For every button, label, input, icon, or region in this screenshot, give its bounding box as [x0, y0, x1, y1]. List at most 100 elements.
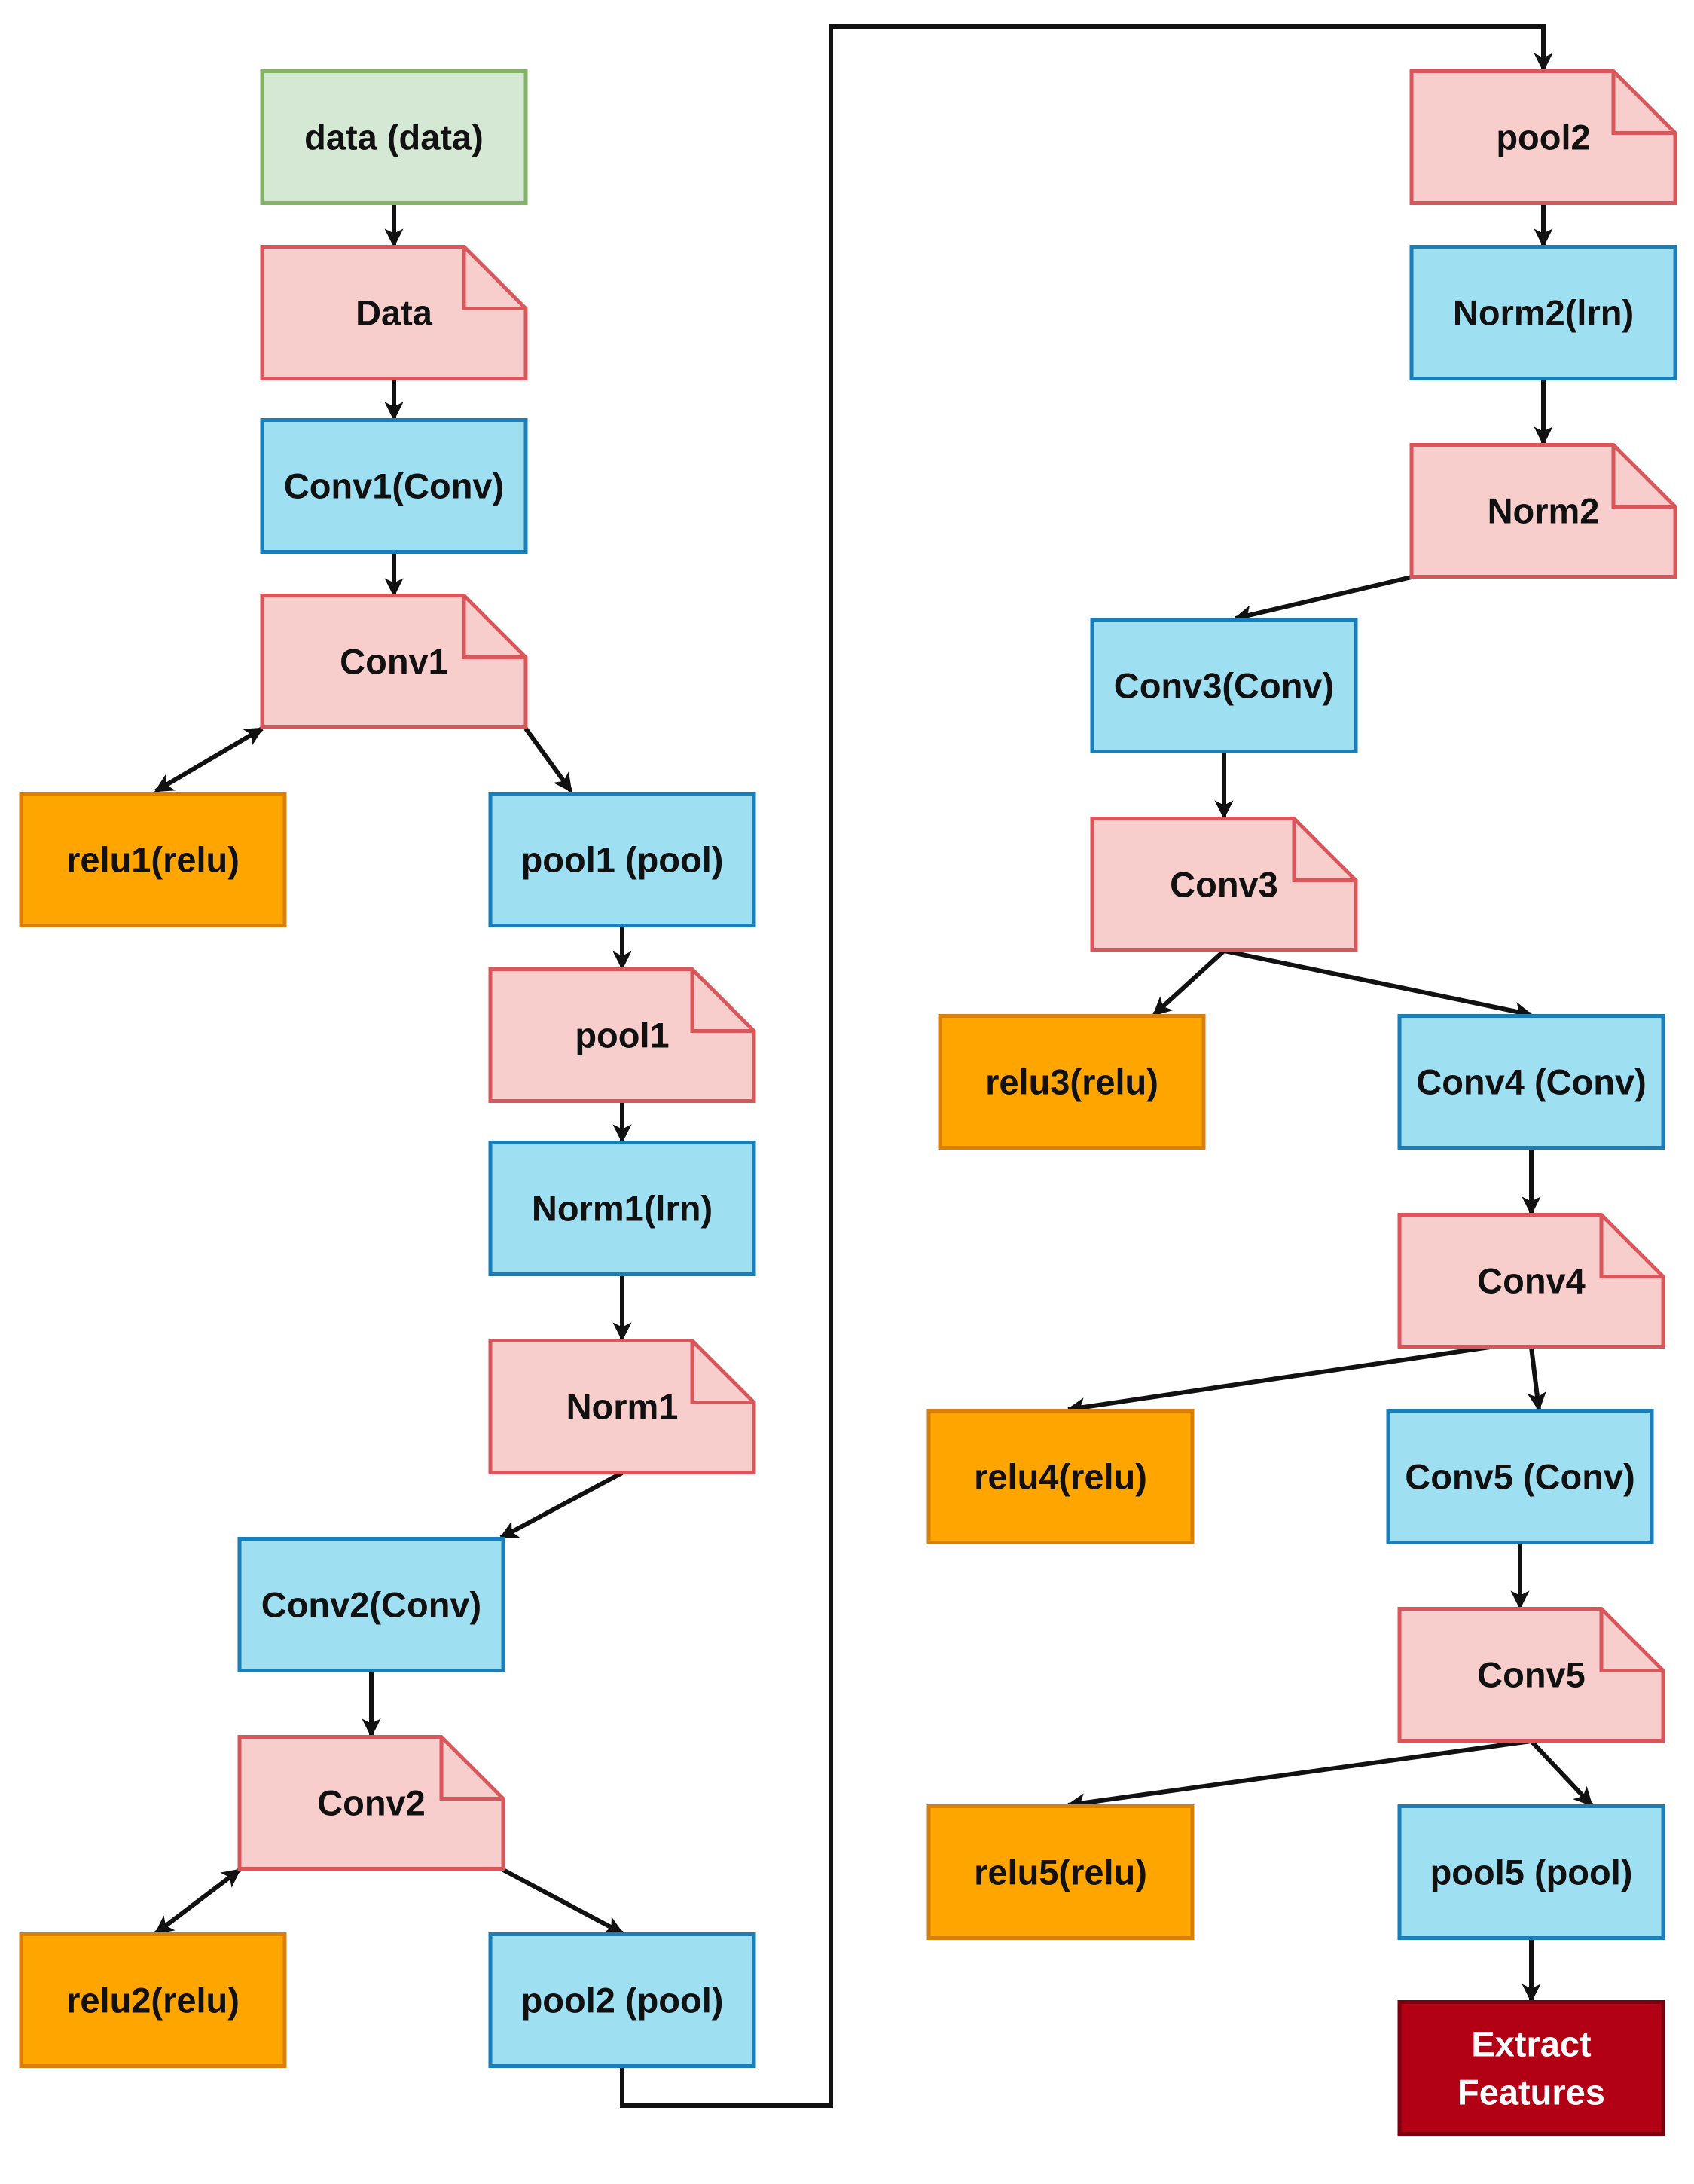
node-conv2-layer: Conv2(Conv): [237, 1537, 505, 1672]
node-label: pool2 (pool): [521, 1981, 724, 2021]
node-label: pool2: [1496, 118, 1590, 157]
edge-conv3-blob-to-relu3: [1152, 948, 1226, 1017]
node-pool2-layer: pool2 (pool): [488, 1932, 756, 2068]
node-label: relu1(relu): [66, 840, 240, 880]
node-norm1-blob: Norm1: [488, 1339, 756, 1474]
blob-shape: [1397, 1607, 1665, 1743]
edge-conv1-blob-to-pool1-layer: [523, 727, 573, 793]
blob-shape: [1090, 817, 1358, 952]
relu-box: [926, 1804, 1195, 1940]
edge-conv2-blob-to-pool2-layer: [502, 1868, 624, 1935]
node-label: Conv4 (Conv): [1416, 1062, 1647, 1102]
node-pool5-layer: pool5 (pool): [1397, 1804, 1665, 1940]
node-data-input: data (data): [260, 69, 528, 205]
node-label: Conv4: [1477, 1261, 1586, 1301]
blob-fold-corner: [462, 595, 526, 659]
node-label: relu2(relu): [66, 1981, 240, 2021]
node-label: Conv2(Conv): [261, 1585, 481, 1625]
node-label: pool1: [575, 1016, 669, 1055]
node-label: Conv5 (Conv): [1405, 1457, 1635, 1497]
node-label: Conv3: [1170, 865, 1278, 905]
node-label: relu3(relu): [985, 1062, 1158, 1102]
node-conv2-blob: Conv2: [237, 1735, 505, 1871]
node-label: Conv1(Conv): [284, 466, 504, 506]
node-conv5-blob: Conv5: [1397, 1607, 1665, 1743]
node-conv1-blob: Conv1: [260, 594, 528, 729]
node-label: Conv1: [340, 642, 448, 682]
node-norm2-layer: Norm2(lrn): [1409, 245, 1677, 380]
layer-box: [488, 792, 756, 927]
relu-box: [19, 792, 287, 927]
edge-norm2-blob-to-conv3-layer: [1233, 575, 1412, 625]
node-conv4-layer: Conv4 (Conv): [1397, 1014, 1665, 1150]
edge-conv4-blob-to-conv5-layer: [1527, 1346, 1546, 1412]
edge-norm1-blob-to-conv2-layer: [499, 1471, 624, 1540]
layer-box: [488, 1932, 756, 2068]
layer-box: [1090, 618, 1358, 753]
node-label: pool5 (pool): [1430, 1853, 1633, 1892]
blob-fold-corner: [462, 246, 526, 310]
node-pool1-layer: pool1 (pool): [488, 792, 756, 927]
node-label: Extract: [1471, 2024, 1592, 2064]
layer-box: [1409, 245, 1677, 380]
edge-conv5-blob-to-pool5-layer: [1529, 1739, 1594, 1807]
node-norm1-layer: Norm1(lrn): [488, 1141, 756, 1276]
node-relu4: relu4(relu): [926, 1409, 1195, 1544]
node-relu1: relu1(relu): [19, 792, 287, 927]
node-label: Data: [356, 293, 433, 333]
input-box: [260, 69, 528, 205]
node-label: pool1 (pool): [521, 840, 724, 880]
blob-fold-corner: [439, 1737, 503, 1801]
node-conv3-layer: Conv3(Conv): [1090, 618, 1358, 753]
node-conv1-layer: Conv1(Conv): [260, 418, 528, 554]
output-box: [1397, 2000, 1665, 2136]
node-label: Norm2(lrn): [1453, 293, 1634, 333]
node-label: relu4(relu): [974, 1457, 1147, 1497]
blob-fold-corner: [690, 969, 754, 1033]
node-relu3: relu3(relu): [938, 1014, 1206, 1150]
blob-shape: [488, 1339, 756, 1474]
edge-conv3-blob-to-conv4-layer: [1223, 948, 1534, 1021]
edge-pool2-layer-to-pool2-blob: [620, 24, 1553, 2108]
edge-conv5-blob-to-relu5: [1066, 1739, 1532, 1813]
node-label: Conv3(Conv): [1114, 666, 1334, 706]
layer-box: [260, 418, 528, 554]
blob-fold-corner: [1611, 444, 1675, 509]
blob-fold-corner: [1292, 818, 1356, 882]
layer-box: [237, 1537, 505, 1672]
relu-box: [19, 1932, 287, 2068]
edge-conv4-blob-to-relu4: [1066, 1345, 1491, 1417]
node-conv4-blob: Conv4: [1397, 1213, 1665, 1349]
node-label: Conv5: [1477, 1655, 1586, 1695]
blob-fold-corner: [1611, 71, 1675, 135]
blob-shape: [260, 594, 528, 729]
node-norm2-blob: Norm2: [1409, 443, 1677, 579]
blob-fold-corner: [1599, 1214, 1663, 1278]
blob-fold-corner: [1599, 1608, 1663, 1672]
node-relu2: relu2(relu): [19, 1932, 287, 2068]
node-pool1-blob: pool1: [488, 967, 756, 1103]
node-label: Norm1: [566, 1387, 679, 1427]
node-label: Features: [1457, 2073, 1605, 2112]
node-conv5-layer: Conv5 (Conv): [1386, 1409, 1654, 1544]
edge-conv2-blob-to-relu2: [154, 1868, 242, 1935]
node-label: Norm2: [1488, 491, 1600, 531]
blob-shape: [260, 245, 528, 380]
layer-box: [1397, 1014, 1665, 1150]
layer-box: [488, 1141, 756, 1276]
layer-box: [1397, 1804, 1665, 1940]
node-conv3-blob: Conv3: [1090, 817, 1358, 952]
relu-box: [926, 1409, 1195, 1544]
node-data-blob: Data: [260, 245, 528, 380]
node-label: Norm1(lrn): [532, 1189, 713, 1229]
layer-box: [1386, 1409, 1654, 1544]
node-pool2-blob: pool2: [1409, 69, 1677, 205]
blob-shape: [488, 967, 756, 1103]
blob-shape: [1409, 443, 1677, 579]
edges: [154, 24, 1594, 2108]
node-label: data (data): [304, 118, 484, 157]
blob-shape: [237, 1735, 505, 1871]
